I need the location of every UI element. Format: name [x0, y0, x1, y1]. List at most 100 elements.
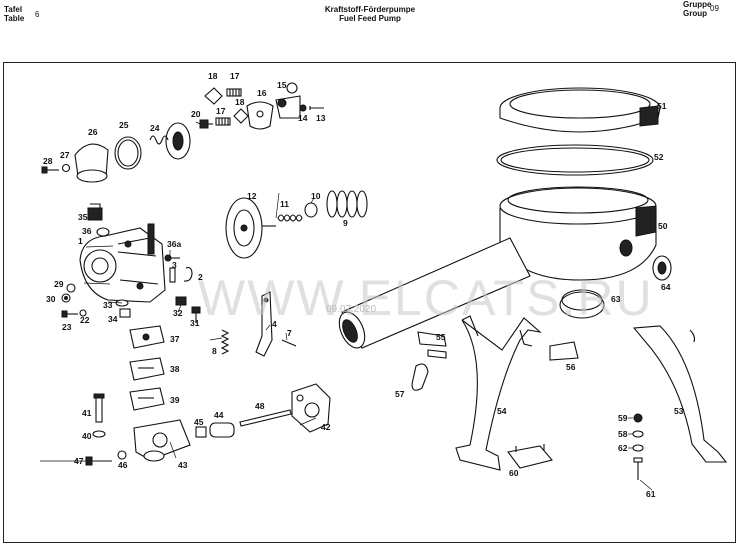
part-2-clip[interactable]	[183, 267, 193, 282]
label-part-32[interactable]: 32	[173, 308, 183, 318]
label-part-38[interactable]: 38	[170, 364, 180, 374]
label-part-36[interactable]: 36	[82, 226, 92, 236]
label-part-18b[interactable]: 18	[235, 97, 245, 107]
label-part-1[interactable]: 1	[78, 236, 83, 246]
label-part-2[interactable]: 2	[198, 272, 203, 282]
label-part-57[interactable]: 57	[395, 389, 405, 399]
label-part-46[interactable]: 46	[118, 460, 128, 470]
label-part-3[interactable]: 3	[172, 260, 177, 270]
part-18b-diaphragm[interactable]	[233, 108, 249, 124]
part-46-washer[interactable]	[117, 450, 127, 460]
label-part-14[interactable]: 14	[298, 113, 308, 123]
part-48-shaft[interactable]	[239, 409, 292, 427]
part-34-plug[interactable]	[119, 308, 131, 318]
label-part-59[interactable]: 59	[618, 413, 628, 423]
part-1-pump-body[interactable]	[79, 223, 166, 303]
part-41-bolt[interactable]	[93, 393, 105, 423]
part-58-washer[interactable]	[632, 430, 644, 438]
part-38-gasket[interactable]	[129, 357, 165, 381]
part-37-gasket[interactable]	[129, 325, 165, 349]
part-44-sleeve[interactable]	[209, 422, 235, 438]
label-part-22[interactable]: 22	[80, 315, 90, 325]
label-part-16[interactable]: 16	[257, 88, 267, 98]
part-12-diaphragm-plate[interactable]	[225, 197, 276, 259]
part-28-screw[interactable]	[41, 166, 59, 174]
label-part-28[interactable]: 28	[43, 156, 53, 166]
label-part-10[interactable]: 10	[311, 191, 321, 201]
label-part-41[interactable]: 41	[82, 408, 92, 418]
part-50-filter-housing[interactable]	[499, 186, 657, 281]
part-40-washer[interactable]	[92, 430, 106, 438]
label-part-18a[interactable]: 18	[208, 71, 218, 81]
label-part-31[interactable]: 31	[190, 318, 200, 328]
part-47-screw[interactable]	[85, 456, 112, 466]
part-15-cap[interactable]	[275, 82, 301, 119]
label-part-9[interactable]: 9	[343, 218, 348, 228]
part-54-bracket[interactable]	[455, 315, 542, 471]
part-3-pin[interactable]	[169, 267, 176, 283]
part-53-bracket[interactable]	[632, 325, 728, 463]
part-30-washer[interactable]	[61, 293, 71, 303]
label-part-4[interactable]: 4	[272, 319, 277, 329]
label-part-47[interactable]: 47	[74, 456, 84, 466]
label-part-53[interactable]: 53	[674, 406, 684, 416]
part-56-clamp[interactable]	[549, 341, 579, 361]
part-9-spring[interactable]	[326, 190, 368, 218]
part-20-valve[interactable]	[199, 119, 213, 129]
intake-pipe[interactable]	[334, 237, 531, 352]
label-part-12[interactable]: 12	[247, 191, 257, 201]
part-27-washer[interactable]	[61, 163, 71, 173]
label-part-61[interactable]: 61	[646, 489, 656, 499]
part-63-ring[interactable]	[559, 289, 605, 319]
label-part-45[interactable]: 45	[194, 417, 204, 427]
label-part-52[interactable]: 52	[654, 152, 664, 162]
part-60-bracket[interactable]	[507, 444, 553, 469]
label-part-30[interactable]: 30	[46, 294, 56, 304]
label-part-54[interactable]: 54	[497, 406, 507, 416]
part-42-flange[interactable]	[291, 383, 331, 433]
part-25-ring[interactable]	[114, 136, 142, 170]
part-64-union[interactable]	[652, 255, 672, 281]
label-part-44[interactable]: 44	[214, 410, 224, 420]
label-part-13[interactable]: 13	[316, 113, 326, 123]
part-62-washer[interactable]	[632, 444, 644, 452]
label-part-62[interactable]: 62	[618, 443, 628, 453]
label-part-11[interactable]: 11	[280, 199, 289, 209]
label-part-8[interactable]: 8	[212, 346, 217, 356]
label-part-60[interactable]: 60	[509, 468, 519, 478]
part-29-plug[interactable]	[66, 283, 76, 293]
label-part-29[interactable]: 29	[54, 279, 64, 289]
part-16-plate[interactable]	[246, 101, 274, 130]
label-part-64[interactable]: 64	[661, 282, 671, 292]
label-part-35[interactable]: 35	[78, 212, 88, 222]
part-17-spring[interactable]	[226, 88, 242, 97]
part-51-filter-lid[interactable]	[499, 87, 661, 133]
label-part-56[interactable]: 56	[566, 362, 576, 372]
part-17b-spring[interactable]	[215, 117, 231, 126]
label-part-55[interactable]: 55	[436, 332, 446, 342]
part-11-spring[interactable]	[277, 214, 303, 222]
label-part-25[interactable]: 25	[119, 120, 129, 130]
label-part-40[interactable]: 40	[82, 431, 92, 441]
part-36a-bolt[interactable]	[164, 254, 180, 262]
label-part-63[interactable]: 63	[611, 294, 621, 304]
label-part-17b[interactable]: 17	[216, 106, 226, 116]
part-7-pin[interactable]	[281, 339, 297, 347]
label-part-36a[interactable]: 36a	[167, 239, 181, 249]
part-52-gasket-ring[interactable]	[496, 144, 654, 176]
part-35-fitting[interactable]	[87, 203, 103, 221]
part-61-bolt[interactable]	[633, 457, 643, 480]
label-part-26[interactable]: 26	[88, 127, 98, 137]
label-part-58[interactable]: 58	[618, 429, 628, 439]
part-59-nut[interactable]	[633, 413, 643, 423]
part-55-clamp[interactable]	[417, 331, 447, 359]
label-part-15[interactable]: 15	[277, 80, 287, 90]
label-part-33[interactable]: 33	[103, 300, 113, 310]
part-18-diaphragm[interactable]	[204, 87, 223, 105]
label-part-37[interactable]: 37	[170, 334, 180, 344]
part-43-flange[interactable]	[133, 419, 191, 462]
label-part-42[interactable]: 42	[321, 422, 331, 432]
label-part-7[interactable]: 7	[287, 328, 292, 338]
label-part-43[interactable]: 43	[178, 460, 188, 470]
part-39-gasket[interactable]	[129, 387, 165, 411]
